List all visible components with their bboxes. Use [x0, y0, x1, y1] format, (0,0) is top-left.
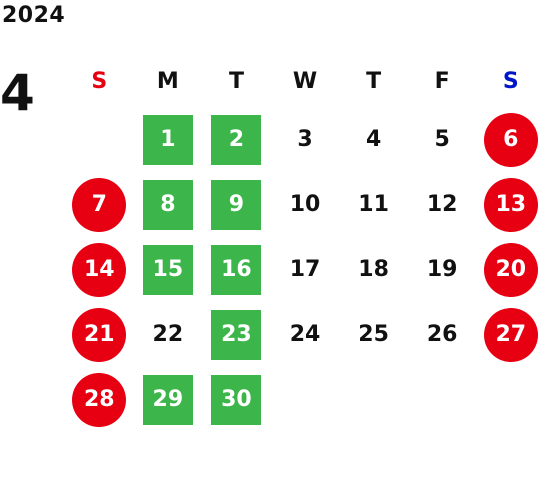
holiday-day-marker: 6	[483, 112, 538, 167]
day-cell: 17	[271, 237, 340, 302]
closed-day-marker: 2	[211, 114, 262, 165]
day-cell: 23	[202, 302, 271, 367]
day-cell	[271, 367, 340, 432]
week-row: 28 29 30	[65, 367, 545, 432]
weekday-header-row: S M T W T F S	[65, 55, 545, 107]
holiday-day-marker: 27	[483, 307, 538, 362]
day-cell	[476, 367, 545, 432]
weekday-friday: F	[434, 68, 450, 94]
day-number: 11	[358, 192, 389, 217]
day-cell: 18	[339, 237, 408, 302]
day-number: 25	[358, 322, 389, 347]
day-number	[280, 375, 330, 425]
weekday-tuesday: T	[228, 68, 244, 94]
day-cell: 12	[408, 172, 477, 237]
day-number: 26	[426, 322, 458, 347]
weekday-saturday: S	[502, 68, 519, 94]
day-cell: 25	[339, 302, 408, 367]
day-number	[349, 375, 399, 425]
day-number	[486, 375, 536, 425]
day-cell: 29	[134, 367, 203, 432]
day-cell: 7	[65, 172, 134, 237]
month-number: 4	[0, 64, 35, 122]
day-number: 5	[434, 127, 450, 152]
day-number: 3	[297, 127, 313, 152]
day-number: 4	[365, 127, 382, 152]
day-number: 10	[289, 192, 321, 217]
year-label: 2024	[2, 3, 66, 28]
closed-day-marker: 15	[142, 244, 193, 295]
weekday-wednesday: W	[292, 68, 318, 94]
closed-day-marker: 30	[211, 374, 262, 425]
week-row: 21 22 23 24 25 26 27	[65, 302, 545, 367]
day-cell	[339, 367, 408, 432]
day-cell: 30	[202, 367, 271, 432]
holiday-day-marker: 14	[72, 242, 127, 297]
holiday-day-marker: 21	[72, 307, 127, 362]
weekday-monday: M	[156, 68, 179, 94]
day-number	[417, 375, 467, 425]
day-cell: 20	[476, 237, 545, 302]
day-cell: 21	[65, 302, 134, 367]
day-cell: 13	[476, 172, 545, 237]
holiday-day-marker: 7	[72, 177, 127, 232]
day-cell: 27	[476, 302, 545, 367]
day-cell: 11	[339, 172, 408, 237]
day-cell: 3	[271, 107, 340, 172]
day-cell: 10	[271, 172, 340, 237]
day-cell: 22	[134, 302, 203, 367]
day-cell	[65, 107, 134, 172]
week-row: 14 15 16 17 18 19 20	[65, 237, 545, 302]
weekday-sunday: S	[91, 68, 108, 94]
day-cell: 1	[134, 107, 203, 172]
day-cell: 2	[202, 107, 271, 172]
day-cell: 9	[202, 172, 271, 237]
day-cell: 4	[339, 107, 408, 172]
day-number: 19	[426, 257, 458, 282]
day-cell: 15	[134, 237, 203, 302]
closed-day-marker: 8	[142, 179, 193, 230]
day-cell: 6	[476, 107, 545, 172]
day-cell	[408, 367, 477, 432]
closed-day-marker: 1	[142, 114, 193, 165]
day-cell: 5	[408, 107, 477, 172]
day-number: 24	[289, 322, 321, 347]
day-cell: 19	[408, 237, 477, 302]
day-cell: 14	[65, 237, 134, 302]
day-number: 12	[426, 192, 458, 217]
closed-day-marker: 9	[211, 179, 262, 230]
day-number: 22	[152, 322, 184, 347]
day-cell: 28	[65, 367, 134, 432]
day-cell: 8	[134, 172, 203, 237]
closed-day-marker: 16	[211, 244, 262, 295]
holiday-day-marker: 28	[72, 372, 127, 427]
closed-day-marker: 23	[211, 309, 262, 360]
day-cell: 16	[202, 237, 271, 302]
day-cell: 26	[408, 302, 477, 367]
day-cell: 24	[271, 302, 340, 367]
day-number: 18	[358, 257, 389, 282]
weekday-thursday: T	[366, 68, 382, 94]
closed-day-marker: 29	[142, 374, 193, 425]
holiday-day-marker: 13	[483, 177, 538, 232]
day-number	[74, 115, 124, 165]
holiday-day-marker: 20	[483, 242, 538, 297]
day-number: 17	[289, 257, 321, 282]
